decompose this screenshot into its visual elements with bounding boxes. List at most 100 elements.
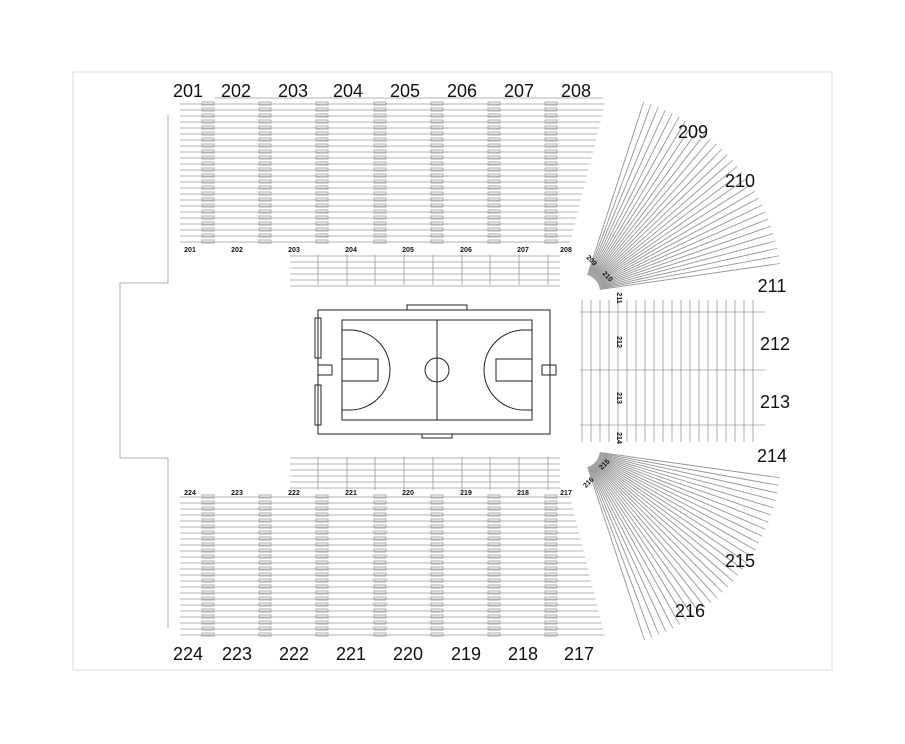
seat-row [592,123,676,273]
aisle-step [373,608,387,613]
section-label-upper[interactable]: 209 [678,122,708,142]
aisle-step [258,572,272,577]
section-label-lower[interactable]: 221 [345,490,357,497]
aisle-step [544,179,558,184]
section-label-upper[interactable]: 204 [333,81,363,101]
aisle-step [373,620,387,625]
aisle-step [315,227,329,232]
seat-row [595,467,701,602]
aisle-step [315,239,329,244]
section-label-upper[interactable]: 217 [564,644,594,664]
aisle-step [258,113,272,118]
aisle-step [487,221,501,226]
section-label-upper[interactable]: 205 [390,81,420,101]
section-label-upper[interactable]: 220 [393,644,423,664]
aisle-step [315,608,329,613]
section-label-upper[interactable]: 203 [278,81,308,101]
seat-row [602,235,766,286]
seat-row [596,465,712,593]
section-label-upper[interactable]: 211 [758,276,787,296]
section-label-lower[interactable]: 213 [615,392,622,404]
aisle-step [201,227,215,232]
aisle-step [315,626,329,631]
section-label-upper[interactable]: 218 [508,644,538,664]
aisle-step [373,173,387,178]
seat-row [588,470,643,633]
section-label-upper[interactable]: 216 [675,601,705,621]
aisle-step [487,149,501,154]
aisle-step [487,506,501,511]
section-label-lower[interactable]: 217 [560,490,572,497]
section-label-lower[interactable]: 202 [231,247,243,254]
aisle-step [373,233,387,238]
section-label-upper[interactable]: 222 [279,644,309,664]
aisle-step [315,590,329,595]
section-label-upper[interactable]: 215 [725,551,755,571]
section-label-upper[interactable]: 214 [757,446,787,466]
aisle-step [487,131,501,136]
section-label-lower[interactable]: 208 [560,247,572,254]
section-label-lower[interactable]: 214 [615,432,622,444]
seat-row [602,228,764,286]
arena-wall [119,97,603,628]
aisle-step [201,167,215,172]
seat-row [602,455,766,506]
aisle-step [487,494,501,499]
section-label-upper[interactable]: 202 [221,81,251,101]
section-label-lower[interactable]: 220 [402,490,414,497]
section-label-upper[interactable]: 213 [760,392,790,412]
aisle-step [430,179,444,184]
section-label-upper[interactable]: 221 [336,644,366,664]
aisle-step [201,512,215,517]
section-label-lower[interactable]: 224 [184,490,196,497]
section-label-upper[interactable]: 219 [451,644,481,664]
aisle-step [258,632,272,637]
section-label-lower[interactable]: 207 [517,247,529,254]
section-label-upper[interactable]: 201 [173,81,203,101]
seat-row [588,109,642,272]
aisle-step [544,518,558,523]
aisle-step [258,548,272,553]
section-label-lower[interactable]: 205 [402,247,414,254]
aisle-step [315,518,329,523]
aisle-step [258,608,272,613]
section-label-lower[interactable]: 223 [231,490,243,497]
aisle-step [487,602,501,607]
aisle-step [258,524,272,529]
seat-row [601,214,759,284]
section-label-upper[interactable]: 210 [725,171,755,191]
section-label-upper[interactable]: 223 [222,644,252,664]
section-label-upper[interactable]: 224 [173,644,203,664]
aisle-step [487,512,501,517]
aisle-step [315,173,329,178]
aisle-step [430,524,444,529]
section-label-upper[interactable]: 206 [447,81,477,101]
aisle-step [373,626,387,631]
section-label-lower[interactable]: 211 [615,292,622,303]
section-label-lower[interactable]: 219 [460,490,472,497]
aisle-step [544,113,558,118]
section-label-lower[interactable]: 203 [288,247,300,254]
seat-row [603,453,772,485]
section-label-lower[interactable]: 222 [288,490,300,497]
aisle-step [258,119,272,124]
aisle-step [258,155,272,160]
aisle-step [487,572,501,577]
aisle-step [315,233,329,238]
aisle-step [258,554,272,559]
section-label-lower[interactable]: 218 [517,490,529,497]
aisle-step [487,518,501,523]
section-label-lower[interactable]: 212 [615,336,622,348]
section-label-lower[interactable]: 206 [460,247,472,254]
aisle-step [430,548,444,553]
seat-row [598,463,732,571]
section-label-lower[interactable]: 204 [345,247,357,254]
left-key [341,358,379,382]
section-label-upper[interactable]: 207 [504,81,534,101]
seat-row [602,221,761,285]
section-label-upper[interactable]: 212 [760,334,790,354]
seat-row [600,461,745,553]
aisle-step [373,209,387,214]
section-label-lower[interactable]: 201 [184,247,196,254]
section-label-upper[interactable]: 208 [561,81,591,101]
